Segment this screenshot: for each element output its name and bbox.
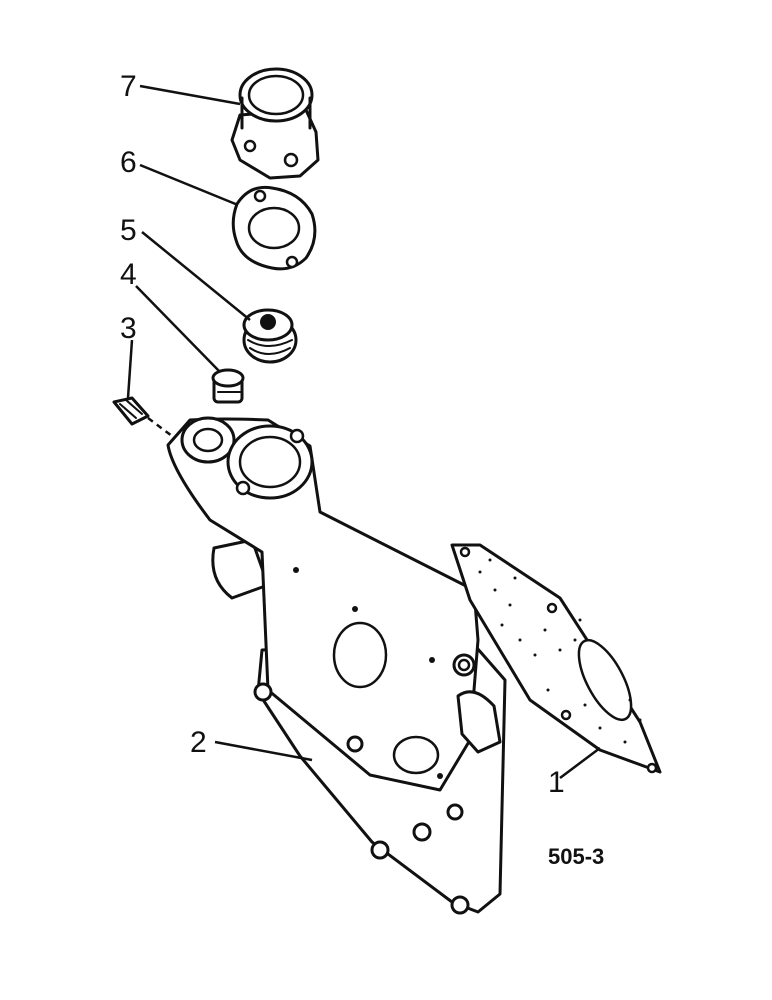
leader-1 bbox=[559, 747, 601, 779]
leader-3 bbox=[126, 339, 134, 399]
figure-code: 505-3 bbox=[548, 844, 604, 869]
leader-4 bbox=[135, 285, 221, 373]
callout-6: 6 bbox=[120, 146, 137, 179]
callout-7: 7 bbox=[120, 70, 137, 103]
part-4-plug bbox=[211, 368, 245, 404]
part-2-front-cover bbox=[166, 416, 507, 915]
leader-5 bbox=[141, 231, 251, 321]
part-7-water-outlet bbox=[230, 67, 320, 180]
callout-3: 3 bbox=[120, 312, 137, 345]
part-5-thermostat bbox=[242, 308, 298, 364]
leader-6 bbox=[139, 163, 239, 207]
leader-2 bbox=[214, 740, 313, 762]
leader-7 bbox=[139, 84, 241, 106]
part-3-fitting bbox=[112, 396, 173, 437]
callout-2: 2 bbox=[190, 726, 207, 759]
callout-4: 4 bbox=[120, 258, 137, 291]
part-1-cover-gasket bbox=[450, 543, 662, 774]
callout-5: 5 bbox=[120, 214, 137, 247]
callout-1: 1 bbox=[548, 766, 565, 799]
part-6-gasket bbox=[231, 185, 317, 271]
